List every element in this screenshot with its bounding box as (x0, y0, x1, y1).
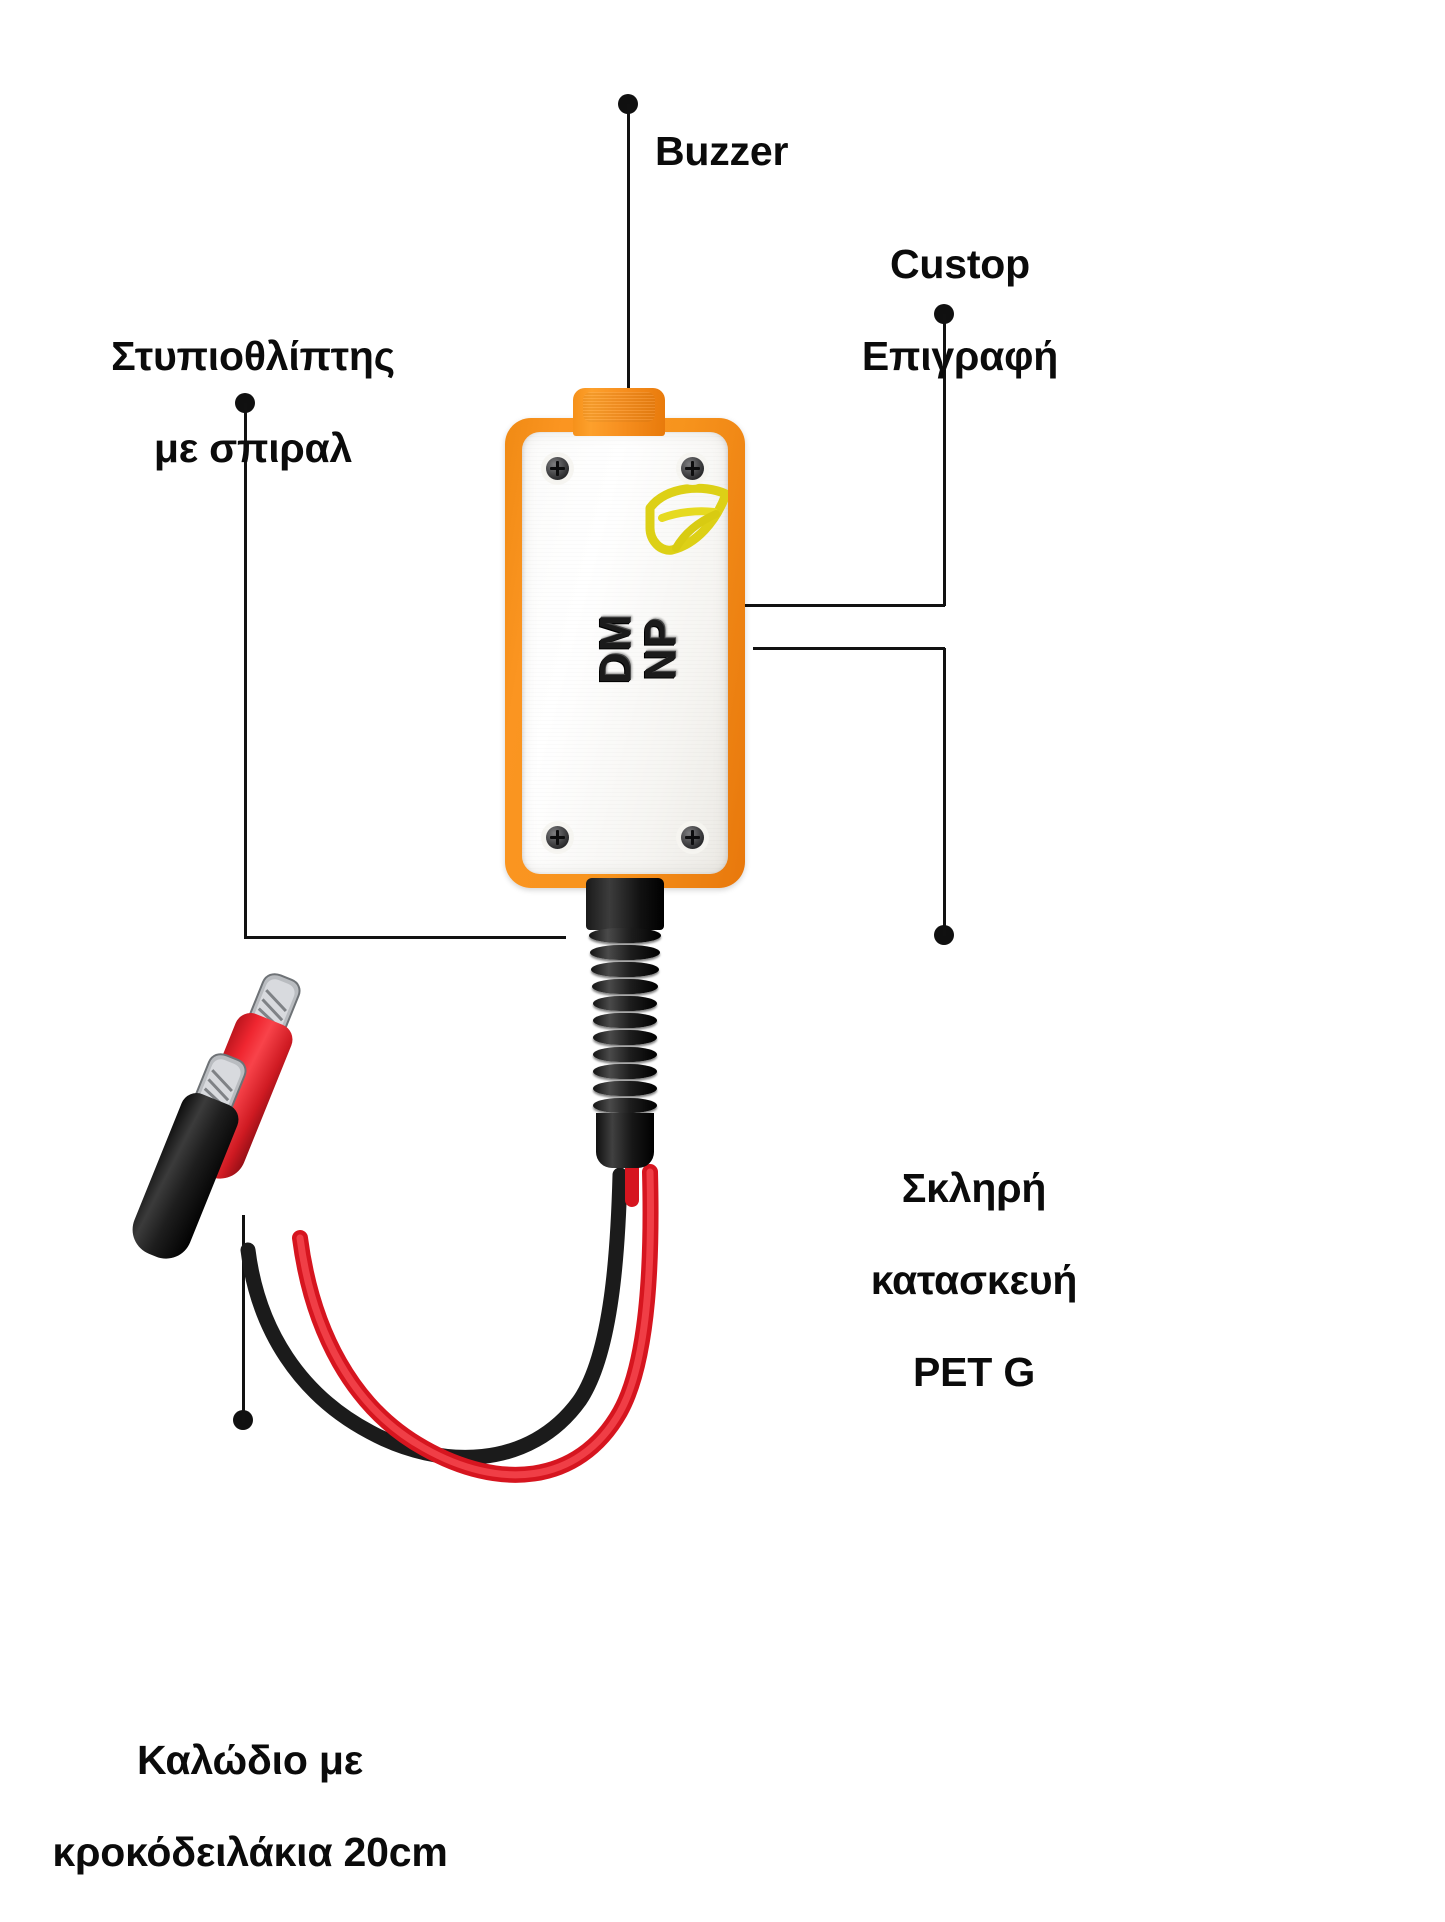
leader-line-crocodile-cable (242, 1215, 245, 1423)
screw-top-right (681, 457, 704, 480)
cable-gland-spiral (589, 928, 661, 1118)
callout-pet-line-2: κατασκευή (870, 1256, 1078, 1303)
annotated-product-diagram: DM NP Buzzer Cus (52, 83, 1093, 1875)
leader-line-custom-label-horizontal (690, 604, 945, 607)
cable-gland-rib (593, 1030, 657, 1045)
cable-gland-rib (593, 1013, 657, 1028)
callout-cable-line-1: Καλώδιο με (136, 1736, 364, 1783)
callout-pet-line-1: Σκληρή (901, 1164, 1047, 1211)
callout-label-rigid-build: Σκληρή κατασκευή PET G (855, 1120, 1093, 1441)
cable-gland-rib (593, 1064, 657, 1079)
screw-top-left (546, 457, 569, 480)
leader-line-rigid-build-horizontal (753, 647, 945, 650)
cable-gland-rib (591, 962, 659, 977)
lead-wires (240, 1158, 659, 1483)
callout-custop-line-2: Επιγραφή (861, 332, 1059, 379)
enclosure-faceplate: DM NP (522, 432, 728, 874)
leader-line-custom-label-vertical (943, 314, 946, 606)
brand-logo-icon (645, 483, 728, 555)
callout-label-buzzer: Buzzer (655, 83, 788, 221)
screw-bottom-left (546, 826, 569, 849)
callout-label-crocodile-cable: Καλώδιο με κροκόδειλάκια 20cm (52, 1692, 448, 1922)
leader-line-cable-gland-horizontal (244, 936, 566, 939)
cable-gland-rib (593, 1047, 657, 1062)
callout-pet-line-3: PET G (912, 1348, 1036, 1395)
callout-gland-line-2: με σπιραλ (153, 424, 353, 471)
leader-line-buzzer (627, 104, 630, 398)
embossed-brand-text: DM NP (591, 574, 685, 724)
cable-gland-neck (586, 878, 664, 930)
embossed-line-2: NP (636, 617, 685, 681)
leader-line-cable-gland-vertical (244, 403, 247, 939)
callout-label-cable-gland: Στυπιοθλίπτης με σπιραλ (108, 288, 398, 518)
callout-cable-line-2: κροκόδειλάκια 20cm (52, 1828, 448, 1875)
cable-gland-rib (593, 1098, 657, 1113)
cable-gland-rib (593, 1081, 657, 1096)
cable-gland-rib (592, 979, 658, 994)
cable-gland-tip (596, 1113, 654, 1168)
cable-gland-rib (589, 928, 661, 943)
callout-custop-line-1: Custop (890, 240, 1030, 287)
tester-enclosure: DM NP (505, 418, 745, 888)
cable-gland-rib (593, 996, 657, 1011)
cable-gland-rib (590, 945, 660, 960)
leader-line-rigid-build-vertical (943, 648, 946, 936)
embossed-line-1: DM (591, 613, 641, 685)
callout-gland-line-1: Στυπιοθλίπτης (111, 332, 395, 379)
buzzer-cylinder (573, 388, 665, 436)
callout-label-custom-label: Custop Επιγραφή (860, 196, 1060, 426)
screw-bottom-right (681, 826, 704, 849)
callout-buzzer-line-1: Buzzer (655, 127, 789, 174)
